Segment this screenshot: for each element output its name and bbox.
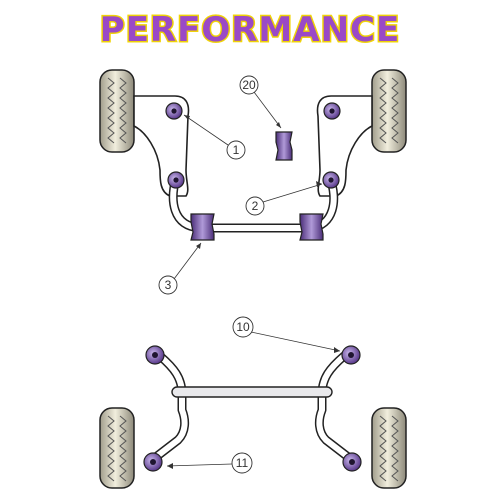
bush-rear-upper-left bbox=[145, 345, 165, 365]
tyre-top-left bbox=[99, 69, 135, 153]
callout-20-label: 20 bbox=[242, 78, 256, 92]
rear-cross-beam bbox=[171, 386, 333, 398]
callout-10: 10 bbox=[232, 316, 341, 353]
callout-2-label: 2 bbox=[252, 199, 259, 213]
callout-10-label: 10 bbox=[236, 320, 250, 334]
bush-rear-lower-left bbox=[143, 452, 163, 472]
callout-3: 3 bbox=[158, 242, 202, 295]
tyre-bottom-left bbox=[99, 407, 135, 489]
bush-rear-lower-right bbox=[342, 452, 362, 472]
callout-1: 1 bbox=[183, 114, 246, 160]
bush-wishbone-rear-right bbox=[322, 171, 340, 189]
wishbone-right bbox=[316, 95, 373, 197]
callout-20: 20 bbox=[239, 75, 282, 129]
banner-title: PERFORMANCE bbox=[98, 9, 401, 52]
callout-2: 2 bbox=[245, 181, 323, 216]
bush-arb-mount-right bbox=[299, 213, 324, 241]
performance-banner: PERFORMANCE bbox=[0, 9, 500, 52]
bush-rear-upper-right bbox=[341, 345, 361, 365]
bush-wishbone-front-left bbox=[165, 102, 183, 120]
bush-arb-mount-left bbox=[190, 213, 215, 241]
callout-3-label: 3 bbox=[165, 278, 172, 292]
bush-wishbone-rear-left bbox=[167, 171, 185, 189]
bush-item-20 bbox=[275, 131, 293, 161]
wishbone-left bbox=[133, 95, 190, 197]
callout-1-label: 1 bbox=[233, 143, 240, 157]
tyre-top-right bbox=[371, 69, 407, 153]
callout-11-label: 11 bbox=[236, 456, 249, 470]
tyre-bottom-right bbox=[371, 407, 407, 489]
callout-11: 11 bbox=[166, 452, 253, 474]
bush-wishbone-front-right bbox=[323, 102, 341, 120]
